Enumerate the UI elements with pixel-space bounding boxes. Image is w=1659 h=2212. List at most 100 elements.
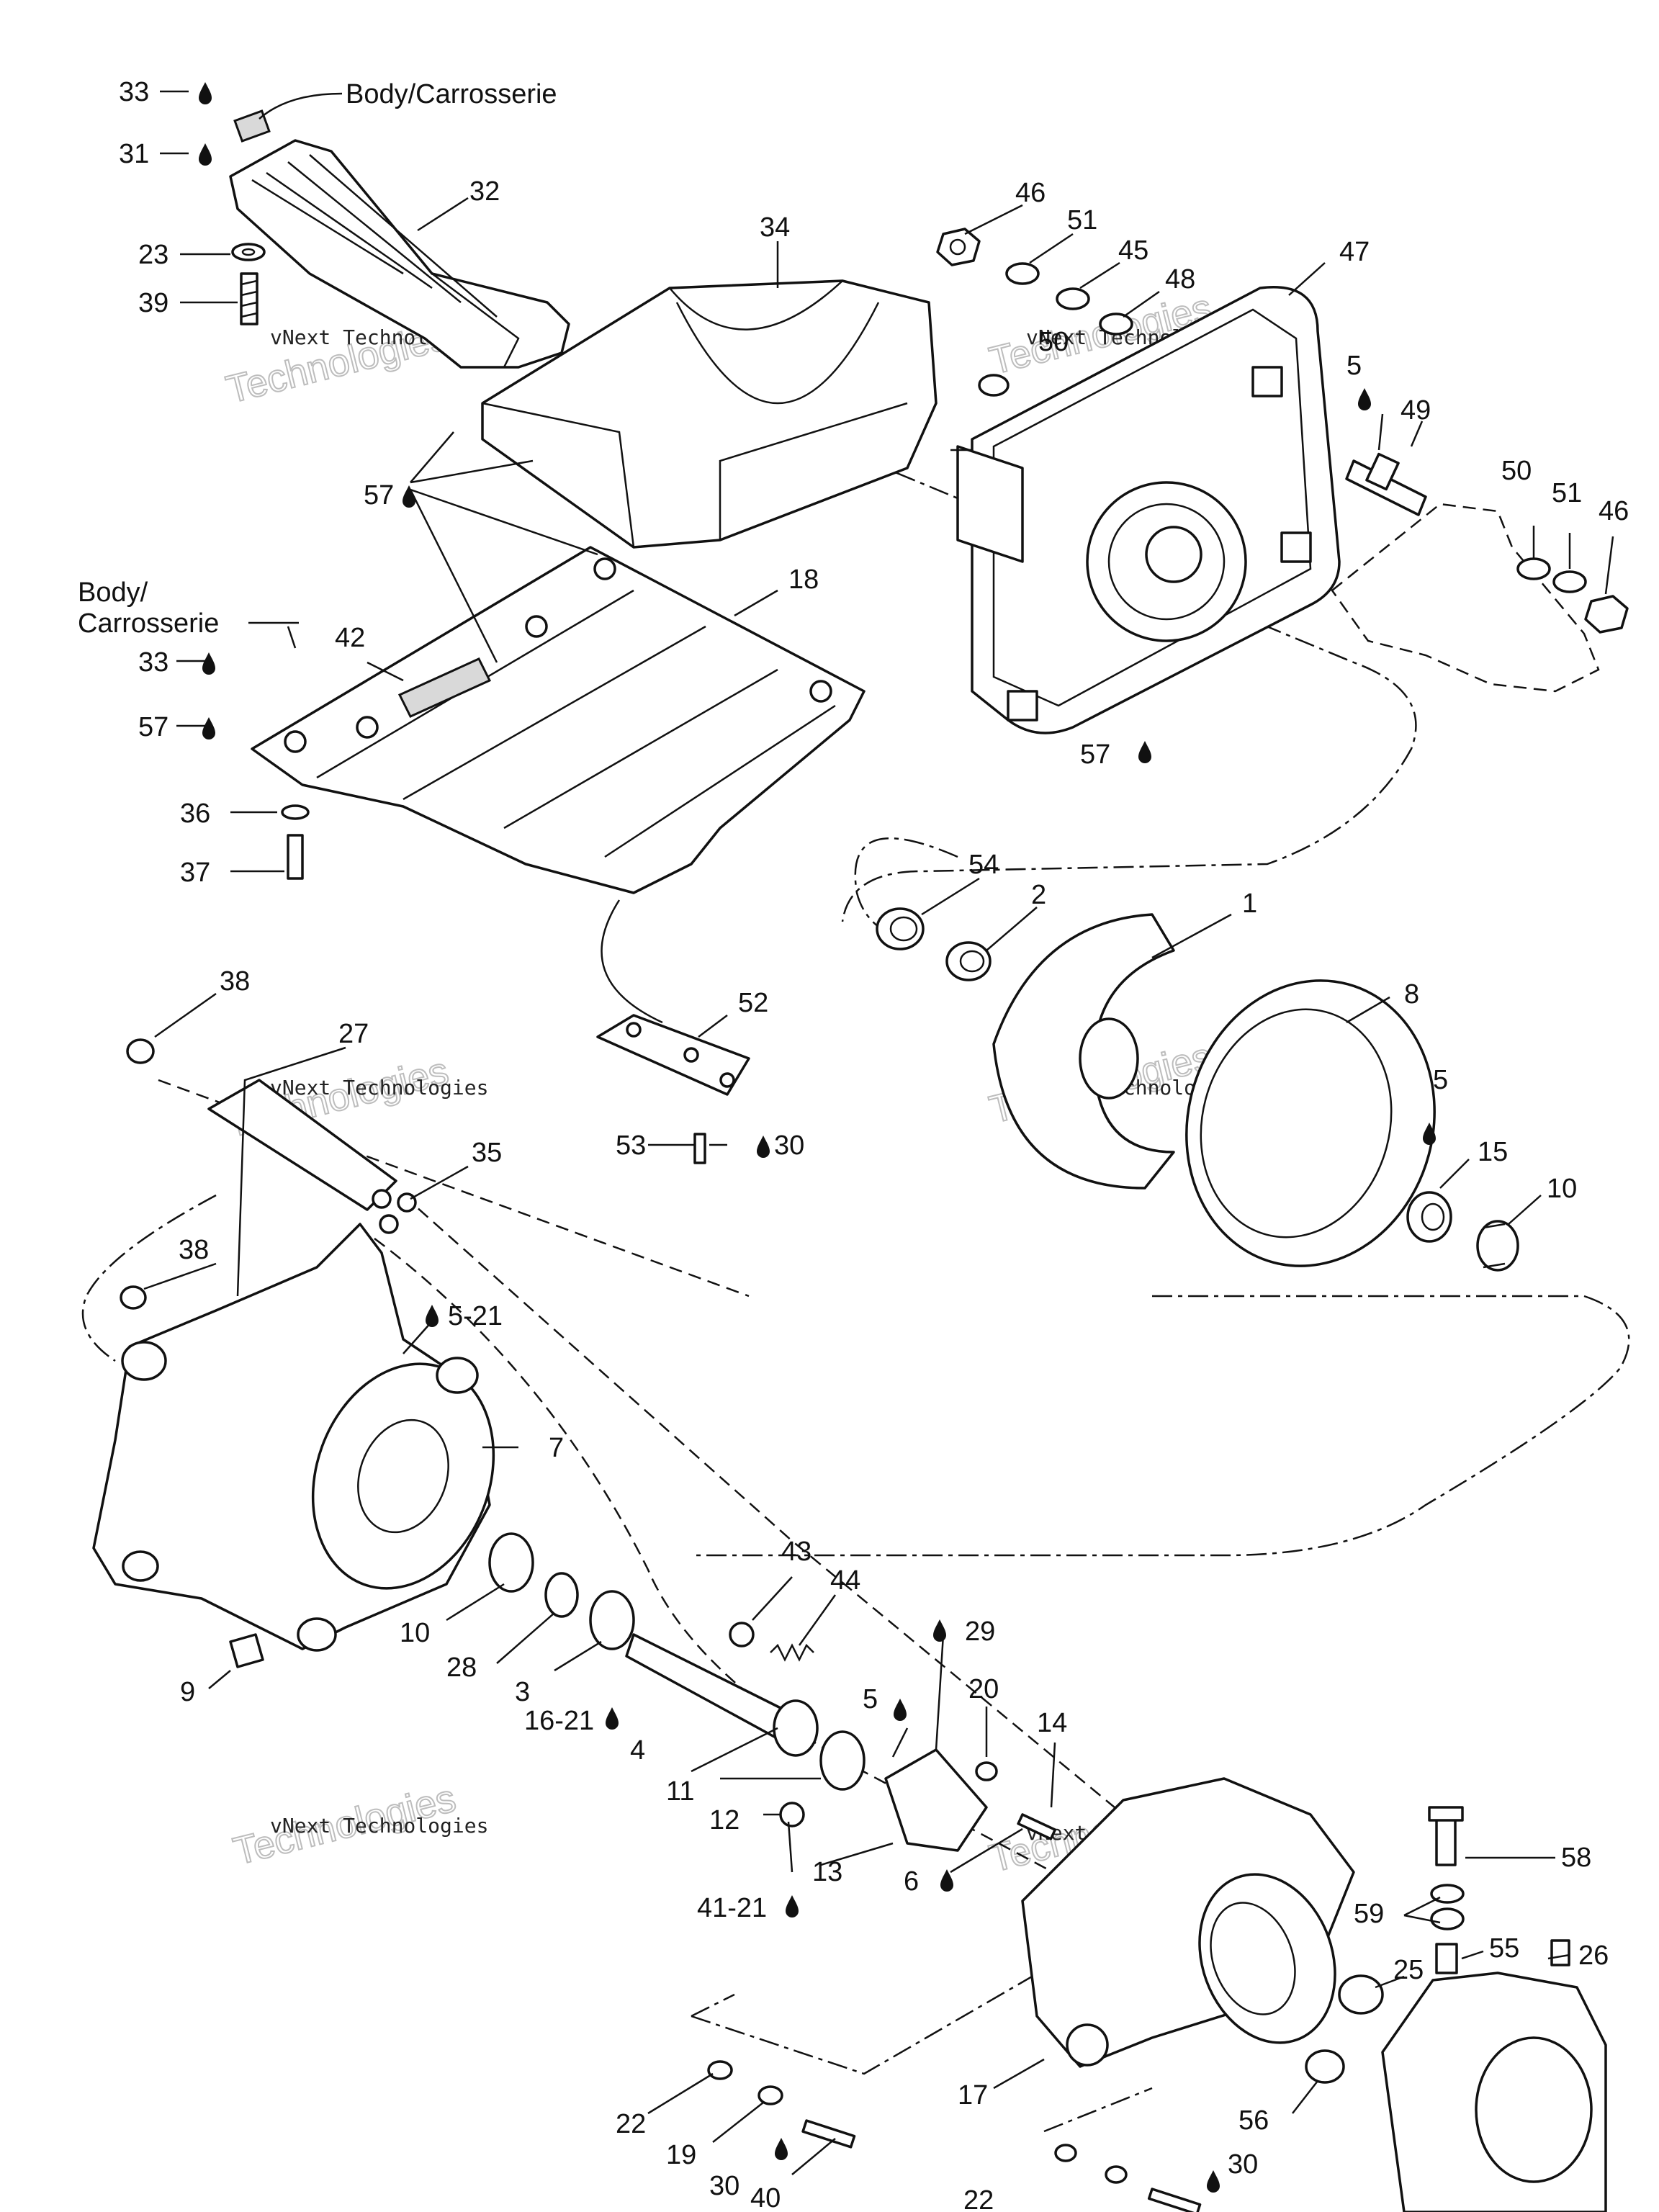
label-36: 36 — [180, 799, 210, 829]
label-10: 10 — [1547, 1174, 1577, 1204]
part-47-housing — [950, 286, 1341, 734]
part-18-plate — [251, 546, 866, 894]
part-22b-washer — [1054, 2144, 1202, 2212]
label-48: 48 — [1165, 264, 1195, 295]
part-46b-nut — [1584, 595, 1629, 634]
label-38: 38 — [220, 966, 250, 997]
label-51: 51 — [1067, 205, 1097, 235]
label-52: 52 — [738, 988, 768, 1018]
label-23: 23 — [138, 240, 168, 270]
label-59: 59 — [1354, 1899, 1384, 1929]
part-22-washer — [707, 2060, 733, 2080]
part-20-washer — [975, 1761, 998, 1781]
part-44-spring — [770, 1643, 814, 1662]
label-55: 55 — [1489, 1933, 1519, 1964]
label-10b: 10 — [400, 1618, 430, 1648]
label-18: 18 — [788, 565, 819, 595]
label-54: 54 — [968, 850, 999, 880]
part-23-washer — [231, 243, 266, 261]
part-36-washer — [281, 804, 310, 820]
watermark-text: vNext Technologies — [270, 1076, 488, 1100]
label-50b: 50 — [1501, 456, 1532, 486]
part-28-washer — [544, 1572, 579, 1618]
label-33b: 33 — [138, 647, 168, 678]
label-35: 35 — [472, 1138, 502, 1168]
label-46b: 46 — [1599, 496, 1629, 526]
label-13: 13 — [812, 1857, 842, 1887]
label-53: 53 — [616, 1130, 646, 1161]
label-57b: 57 — [138, 712, 168, 742]
label-9: 9 — [180, 1677, 195, 1707]
part-38-cap — [126, 1038, 155, 1064]
label-5: 5 — [1346, 351, 1362, 381]
part-52-clamp — [596, 899, 750, 1096]
part-32-bracket — [229, 109, 570, 369]
part-27-tube — [126, 1038, 417, 1234]
label-7: 7 — [549, 1433, 564, 1463]
label-body-mid: Body/ — [78, 577, 148, 608]
label-40: 40 — [750, 2183, 781, 2212]
label-15: 15 — [1478, 1137, 1508, 1167]
part-10b-bearing — [488, 1532, 534, 1593]
part-17-nozzle — [1021, 1777, 1355, 2068]
label-8: 8 — [1404, 979, 1419, 1010]
label-41-21: 41-21 — [697, 1893, 767, 1923]
part-48-ring — [1099, 313, 1133, 336]
watermark-text: vNext Technologies — [270, 1814, 488, 1838]
label-49: 49 — [1401, 395, 1431, 426]
label-5b: 5 — [1433, 1065, 1448, 1095]
label-42: 42 — [335, 623, 365, 653]
label-30b: 30 — [709, 2171, 739, 2201]
leader-lines — [143, 90, 1614, 2175]
part-51-washer — [1005, 262, 1040, 285]
label-30c: 30 — [1228, 2149, 1258, 2180]
part-3-thrust — [589, 1590, 635, 1650]
part-4-shaft — [625, 1633, 819, 1757]
part-19-washer — [757, 2085, 783, 2105]
part-2-seal — [945, 941, 992, 981]
label-50: 50 — [1038, 327, 1069, 357]
label-31: 31 — [119, 139, 149, 169]
label-56: 56 — [1238, 2105, 1269, 2136]
part-34-funnel — [481, 279, 938, 549]
label-17: 17 — [958, 2080, 988, 2110]
label-20: 20 — [968, 1674, 999, 1704]
label-34: 34 — [760, 212, 790, 243]
part-51b-washer — [1552, 570, 1587, 593]
label-2: 2 — [1031, 880, 1046, 910]
part-50-washer — [978, 374, 1010, 397]
label-25: 25 — [1393, 1955, 1424, 1985]
part-40-bolt — [801, 2119, 856, 2149]
label-45: 45 — [1118, 235, 1148, 266]
part-26-bushing — [1550, 1939, 1570, 1966]
label-27: 27 — [338, 1019, 369, 1049]
label-28: 28 — [446, 1653, 477, 1683]
part-42-grille — [397, 657, 492, 718]
part-steering-nozzle — [1381, 1972, 1607, 2212]
label-29: 29 — [965, 1617, 995, 1647]
part-45-washer — [1056, 287, 1090, 310]
label-5-21: 5-21 — [448, 1301, 503, 1331]
part-37-bolt — [287, 834, 304, 880]
label-57c: 57 — [1080, 739, 1110, 770]
part-49-stud — [1345, 452, 1427, 516]
label-30: 30 — [774, 1130, 804, 1161]
hull-outline — [1331, 503, 1600, 693]
part-59-washers — [1430, 1884, 1465, 1930]
part-8-wear-ring — [1185, 979, 1436, 1267]
part-43-plug — [729, 1622, 755, 1647]
part-7-pump-housing — [92, 1223, 495, 1652]
part-55-bushing — [1435, 1943, 1458, 1974]
label-body: Body/Carrosserie — [346, 79, 557, 109]
label-44: 44 — [830, 1565, 860, 1596]
part-56-bushing — [1305, 2049, 1345, 2084]
label-32: 32 — [469, 176, 500, 207]
part-39-screw — [240, 272, 258, 325]
label-1: 1 — [1242, 889, 1257, 919]
label-3: 3 — [515, 1677, 530, 1707]
label-43: 43 — [781, 1537, 811, 1567]
label-33: 33 — [119, 77, 149, 107]
part-46-nut — [936, 228, 981, 266]
label-37: 37 — [180, 858, 210, 888]
